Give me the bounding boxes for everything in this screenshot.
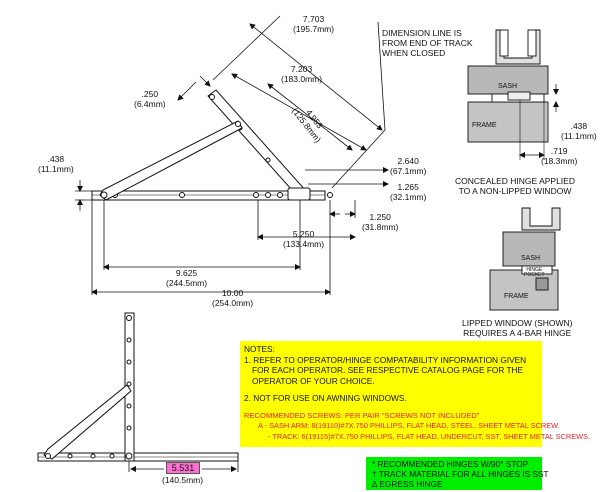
track-screw-hole xyxy=(179,192,185,198)
caption-line: REQUIRES A 4-BAR HINGE xyxy=(463,328,572,338)
notes-title: NOTES: xyxy=(244,344,275,354)
dim-value: .250 xyxy=(141,89,159,99)
dim-value: 1.265 xyxy=(397,182,419,192)
dim-1250: 1.250(31.8mm) xyxy=(362,212,398,232)
concealed-hinge-caption: CONCEALED HINGE APPLIED TO A NON-LIPPED … xyxy=(455,176,575,196)
sash-arm xyxy=(207,89,308,199)
dim-5531-mm: (140.5mm) xyxy=(162,475,203,485)
lipped-window-section xyxy=(489,207,561,311)
dim-mm: (140.5mm) xyxy=(162,475,204,485)
caption-line: CONCEALED HINGE APPLIED xyxy=(455,176,575,186)
dim-2640: 2.640(67.1mm) xyxy=(390,156,426,176)
dim-mm: (195.7mm) xyxy=(293,24,335,34)
legend-egress: ∆ EGRESS HINGE xyxy=(372,479,443,489)
legend-recommended: * RECOMMENDED HINGES W/90° STOP xyxy=(372,459,529,469)
track-bar xyxy=(91,190,326,201)
dim-5250: 5.250(133.4mm) xyxy=(283,229,324,249)
dim-438-left: .438(11.1mm) xyxy=(38,154,74,174)
support-arm xyxy=(99,120,243,201)
sash-label: SASH xyxy=(498,83,518,90)
dim-mm: (254.0mm) xyxy=(212,298,254,308)
dim-mm: (244.5mm) xyxy=(166,278,208,288)
note-1-cont: FOR EACH OPERATOR. SEE RESPECTIVE CATALO… xyxy=(252,365,524,375)
note-1-cont: OPERATOR OF YOUR CHOICE. xyxy=(252,375,375,386)
callout-line: DIMENSION LINE IS xyxy=(382,28,462,38)
dimension-line-callout: DIMENSION LINE IS FROM END OF TRACK WHEN… xyxy=(382,28,473,58)
track-screw-hole xyxy=(253,192,259,198)
dim-value: 10.00 xyxy=(221,288,244,298)
dim-mm: (6.4mm) xyxy=(134,99,166,109)
dim-mm: (183.0mm) xyxy=(281,74,323,84)
dim-mm: (67.1mm) xyxy=(390,166,427,176)
dim-mm: (133.4mm) xyxy=(283,239,325,249)
screws-sash-arm: A - SASH ARM: 8(19110)#7X.750 PHILLIPS, … xyxy=(258,421,560,430)
callout-line: FROM END OF TRACK xyxy=(382,38,473,48)
dim-mm: (31.8mm) xyxy=(362,222,399,232)
track-screw-hole xyxy=(265,192,271,198)
dim-mm: (11.1mm) xyxy=(38,164,74,174)
caption-line: LIPPED WINDOW (SHOWN) xyxy=(462,318,573,328)
dim-value: 5.531 xyxy=(171,463,195,473)
dim-1265: 1.265(32.1mm) xyxy=(390,182,426,202)
dim-value: 2.640 xyxy=(397,156,419,166)
dim-5531-highlight: 5.531 xyxy=(166,462,200,474)
sash-label-lipped: SASH xyxy=(521,255,541,262)
dim-value: 1.250 xyxy=(369,212,391,222)
hinge-closed-view xyxy=(37,312,239,472)
dim-mm: (18.3mm) xyxy=(541,156,578,166)
dim-value: 9.625 xyxy=(175,268,198,278)
sash-block xyxy=(467,65,549,95)
legend-box: * RECOMMENDED HINGES W/90° STOP † TRACK … xyxy=(366,457,549,490)
lipped-window-caption: LIPPED WINDOW (SHOWN) REQUIRES A 4-BAR H… xyxy=(462,318,573,338)
concealed-window-section xyxy=(467,29,559,160)
callout-line: WHEN CLOSED xyxy=(382,48,446,58)
frame-block xyxy=(467,101,549,143)
notes-box: NOTES: 1. REFER TO OPERATOR/HINGE COMPAT… xyxy=(240,341,591,447)
dim-mm: (32.1mm) xyxy=(390,192,427,202)
dim-7703: 7.703(195.7mm) xyxy=(293,14,334,34)
dim-value: 7.203 xyxy=(290,64,313,74)
screws-track: - TRACK: 6(19115)#7X.750 PHILLIPS, FLAT … xyxy=(268,431,591,441)
dim-1000: 10.00(254.0mm) xyxy=(212,288,253,308)
dim-value: 7.703 xyxy=(302,14,325,24)
frame-label-lipped: FRAME xyxy=(504,293,529,300)
legend-track-material: † TRACK MATERIAL FOR ALL HINGES IS SST xyxy=(372,469,549,479)
note-2: 2. NOT FOR USE ON AWNING WINDOWS. xyxy=(244,393,407,403)
dimension-lines xyxy=(75,15,389,295)
closed-support-arm xyxy=(43,384,132,460)
dim-7203: 7.203(183.0mm) xyxy=(281,64,322,84)
dim-9625: 9.625(244.5mm) xyxy=(166,268,207,288)
dim-value: .719 xyxy=(550,146,568,156)
dim-719: .719(18.3mm) xyxy=(541,146,577,166)
hinge-pocket xyxy=(507,91,531,101)
dim-value: .438 xyxy=(570,121,588,131)
dim-438-right: .438(11.1mm) xyxy=(561,121,597,141)
slider-shoe xyxy=(287,187,311,201)
hinge-pocket-label: HINGE POCKET xyxy=(524,268,545,278)
screws-title: RECOMMENDED SCREWS: PER PAIR "SCREWS NOT… xyxy=(244,410,480,420)
pocket-line: POCKET xyxy=(524,272,545,278)
dim-250: .250(6.4mm) xyxy=(134,89,166,109)
track-screw-hole xyxy=(327,192,333,198)
pocket-line: HINGE xyxy=(526,267,543,273)
dim-value: .438 xyxy=(47,154,65,164)
track-screw-hole xyxy=(277,192,283,198)
dim-mm: (11.1mm) xyxy=(561,131,597,141)
frame-label: FRAME xyxy=(472,122,497,129)
dim-value: 5.250 xyxy=(292,229,315,239)
caption-line: TO A NON-LIPPED WINDOW xyxy=(458,186,572,196)
note-1: 1. REFER TO OPERATOR/HINGE COMPATABILITY… xyxy=(244,354,527,365)
